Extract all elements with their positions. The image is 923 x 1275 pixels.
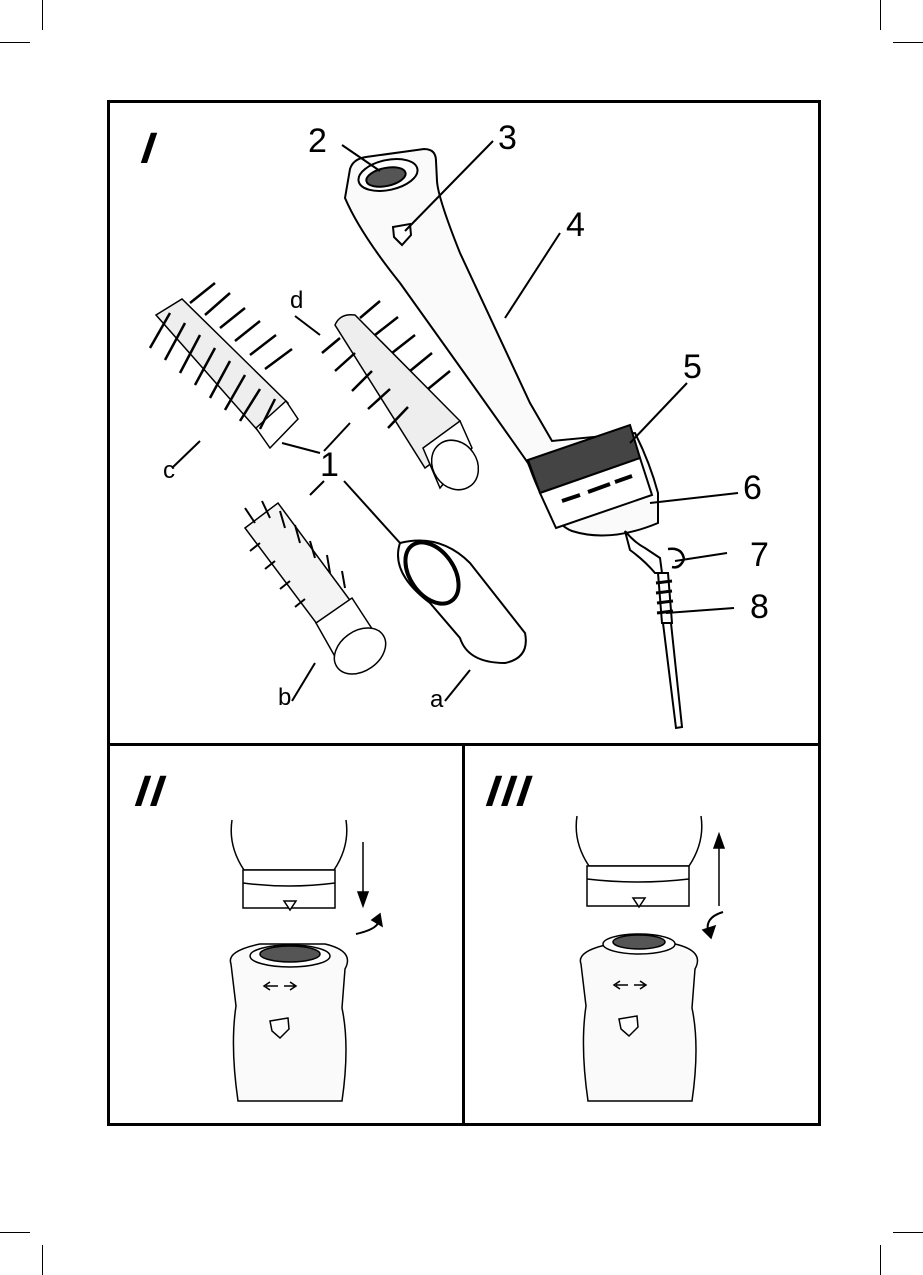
callout-3: 3: [498, 121, 517, 155]
crop-mark: [42, 1245, 43, 1275]
label-b: b: [278, 686, 291, 710]
overview-drawing: [110, 103, 818, 740]
label-d: d: [290, 289, 303, 313]
crop-mark: [42, 0, 43, 30]
attachment-c-brush: [150, 283, 298, 448]
crop-mark: [0, 42, 30, 43]
callout-1: 1: [320, 448, 339, 482]
callout-7: 7: [750, 538, 769, 572]
crop-mark: [880, 1245, 881, 1275]
panel-overview: I 1 2 3 4 5 6 7 8 a b c d: [110, 103, 818, 740]
panel-attach: II: [110, 746, 459, 1123]
callout-5: 5: [683, 350, 702, 384]
attachment-b-brush: [245, 501, 394, 683]
crop-mark: [893, 1232, 923, 1233]
crop-mark: [0, 1232, 30, 1233]
callout-6: 6: [743, 471, 762, 505]
panel-detach: III: [465, 746, 818, 1123]
crop-mark: [893, 42, 923, 43]
callout-8: 8: [750, 590, 769, 624]
label-a: a: [430, 688, 443, 712]
callout-2: 2: [308, 124, 327, 158]
panel-title-ii: II: [133, 770, 170, 814]
attachment-a-nozzle: [394, 533, 525, 663]
crop-mark: [880, 0, 881, 30]
panel-title-iii: III: [484, 770, 536, 814]
callout-4: 4: [566, 208, 585, 242]
label-c: c: [163, 459, 175, 483]
